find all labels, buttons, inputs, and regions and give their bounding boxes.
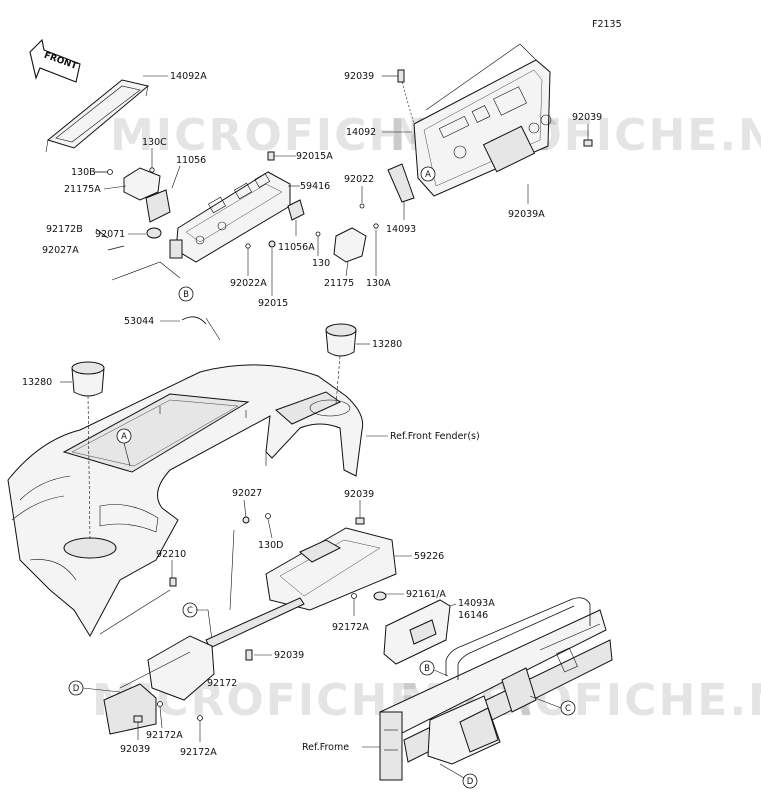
cup-holder-13280-left xyxy=(71,361,105,397)
label-92022: 92022 xyxy=(344,174,374,185)
label-59416: 59416 xyxy=(300,181,330,192)
label-92172B: 92172B xyxy=(46,224,83,235)
label-130C: 130C xyxy=(142,137,167,148)
callout-C-left: C xyxy=(182,602,198,618)
figure-code: F2135 xyxy=(592,19,622,30)
front-arrow-icon: FRONT xyxy=(29,38,81,83)
svg-text:C: C xyxy=(187,606,193,616)
label-130A: 130A xyxy=(366,278,391,289)
label-14092A: 14092A xyxy=(170,71,207,82)
callout-D-frame: D xyxy=(462,773,478,789)
svg-text:A: A xyxy=(425,170,431,180)
label-53044: 53044 xyxy=(124,316,154,327)
label-92027A: 92027A xyxy=(42,245,79,256)
label-14092: 14092 xyxy=(346,127,376,138)
label-92039-lower: 92039 xyxy=(274,650,304,661)
label-92071: 92071 xyxy=(95,229,125,240)
label-21175A: 21175A xyxy=(64,184,101,195)
callout-C-frame: C xyxy=(560,700,576,716)
meter-board-59416 xyxy=(169,171,291,263)
svg-text:B: B xyxy=(424,664,430,674)
glovebox-lid-14093A xyxy=(383,599,451,665)
label-92172: 92172 xyxy=(207,678,237,689)
callout-B-top: B xyxy=(178,286,194,302)
label-92039-top: 92039 xyxy=(344,71,374,82)
label-130B: 130B xyxy=(71,167,96,178)
label-92015A: 92015A xyxy=(296,151,333,162)
label-130: 130 xyxy=(312,258,330,269)
lower-panel-59226 xyxy=(265,527,397,611)
label-92172A-bottom: 92172A xyxy=(180,747,217,758)
ref-frame: Ref.Frome xyxy=(302,742,349,753)
switch-21175A xyxy=(123,167,171,223)
ref-front-fender: Ref.Front Fender(s) xyxy=(390,431,480,442)
label-21175: 21175 xyxy=(324,278,354,289)
cup-holder-13280-right xyxy=(325,323,357,357)
label-13280-left: 13280 xyxy=(22,377,52,388)
label-59226: 59226 xyxy=(414,551,444,562)
label-92210: 92210 xyxy=(156,549,186,560)
label-92172A-left: 92172A xyxy=(146,730,183,741)
label-11056: 11056 xyxy=(176,155,206,166)
label-130D: 130D xyxy=(258,540,283,551)
callout-D-left: D xyxy=(68,680,84,696)
screw-130B xyxy=(94,169,113,175)
label-14093: 14093 xyxy=(386,224,416,235)
callout-A-top: A xyxy=(420,166,436,182)
lower-bracket-92172 xyxy=(103,635,215,735)
label-92039-bottom: 92039 xyxy=(120,744,150,755)
svg-text:B: B xyxy=(183,290,189,300)
label-11056A: 11056A xyxy=(278,242,315,253)
label-92039-right: 92039 xyxy=(572,112,602,123)
label-92015: 92015 xyxy=(258,298,288,309)
label-14093A: 14093A xyxy=(458,598,495,609)
callout-B-frame: B xyxy=(419,660,435,676)
label-92161: 92161/A xyxy=(406,589,446,600)
label-92022A: 92022A xyxy=(230,278,267,289)
svg-text:A: A xyxy=(121,432,127,442)
svg-text:D: D xyxy=(467,777,474,787)
svg-text:C: C xyxy=(565,704,571,714)
svg-text:D: D xyxy=(73,684,80,694)
frame-assembly xyxy=(379,597,613,781)
label-92039-mid: 92039 xyxy=(344,489,374,500)
label-13280-right: 13280 xyxy=(372,339,402,350)
dashboard-body xyxy=(7,364,364,638)
label-92039A: 92039A xyxy=(508,209,545,220)
label-92027: 92027 xyxy=(232,488,262,499)
meter-bezel-14092A xyxy=(45,79,150,153)
callout-A-dash: A xyxy=(116,428,132,444)
label-92172A-mid: 92172A xyxy=(332,622,369,633)
label-16146: 16146 xyxy=(458,610,488,621)
